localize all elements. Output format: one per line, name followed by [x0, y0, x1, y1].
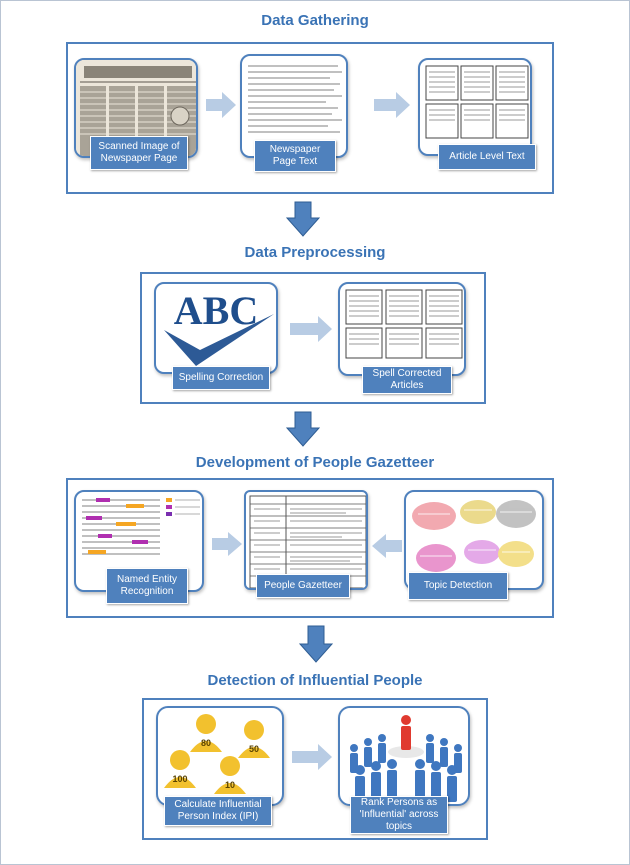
step-article-level-label: Article Level Text	[438, 144, 536, 170]
word-cloud-icon	[412, 500, 536, 572]
step-topic-detection-label: Topic Detection	[408, 572, 508, 600]
text-lines-icon	[248, 65, 342, 133]
step-spell-corrected-label: Spell Corrected Articles	[362, 366, 452, 394]
ipi-thumbnail: 80 50 100 10	[156, 706, 284, 806]
abc-logo-text: ABC	[174, 288, 258, 333]
step-people-gazetteer-label: People Gazetteer	[256, 574, 350, 598]
articles-grid-icon	[345, 289, 463, 359]
flow-arrow-icon	[290, 316, 332, 342]
corrected-articles-thumbnail	[338, 282, 466, 376]
ipi-value-80: 80	[200, 738, 211, 748]
abc-checkmark-icon: ABC	[164, 288, 274, 366]
flow-arrow-icon	[374, 92, 410, 118]
step-rank-persons-label: Rank Persons as 'Influential' across top…	[350, 796, 448, 834]
flow-arrow-icon	[212, 532, 242, 556]
stage-title-data-gathering: Data Gathering	[261, 12, 369, 29]
ipi-people-icon	[164, 714, 270, 794]
down-arrow-icon	[285, 201, 321, 237]
step-page-text-label: Newspaper Page Text	[254, 140, 336, 172]
stage-title-data-preprocessing: Data Preprocessing	[244, 244, 386, 261]
table-icon	[249, 495, 366, 588]
data-gathering-panel: Scanned Image of Newspaper Page Newspape…	[66, 42, 554, 194]
stage-title-influential-people: Detection of Influential People	[207, 672, 423, 689]
down-arrow-icon	[285, 411, 321, 447]
step-scanned-image-label: Scanned Image of Newspaper Page	[90, 136, 188, 170]
articles-grid-icon	[425, 65, 529, 139]
stage-title-people-gazetteer: Development of People Gazetteer	[195, 454, 435, 471]
flow-arrow-left-icon	[372, 534, 402, 558]
spelling-correction-thumbnail: ABC	[154, 282, 278, 374]
step-calculate-ipi-label: Calculate Influential Person Index (IPI)	[164, 796, 272, 826]
step-ner-label: Named Entity Recognition	[106, 568, 188, 604]
flow-arrow-icon	[206, 92, 236, 118]
data-preprocessing-panel: ABC Spelling Correction Spell Corrected …	[140, 272, 486, 404]
people-gazetteer-panel: Named Entity Recognition People Gazettee…	[66, 478, 554, 618]
crowd-leader-icon	[350, 715, 462, 802]
influential-people-panel: 80 50 100 10 Calculate Influential Perso…	[142, 698, 488, 840]
article-level-thumbnail	[418, 58, 532, 156]
rank-persons-thumbnail	[338, 706, 470, 806]
step-spelling-correction-label: Spelling Correction	[172, 366, 270, 390]
ipi-value-10: 10	[224, 780, 235, 790]
down-arrow-icon	[298, 625, 334, 663]
ner-highlight-icon	[82, 498, 200, 555]
flow-arrow-icon	[292, 744, 332, 770]
ipi-value-100: 100	[172, 774, 188, 784]
ipi-value-50: 50	[248, 744, 259, 754]
